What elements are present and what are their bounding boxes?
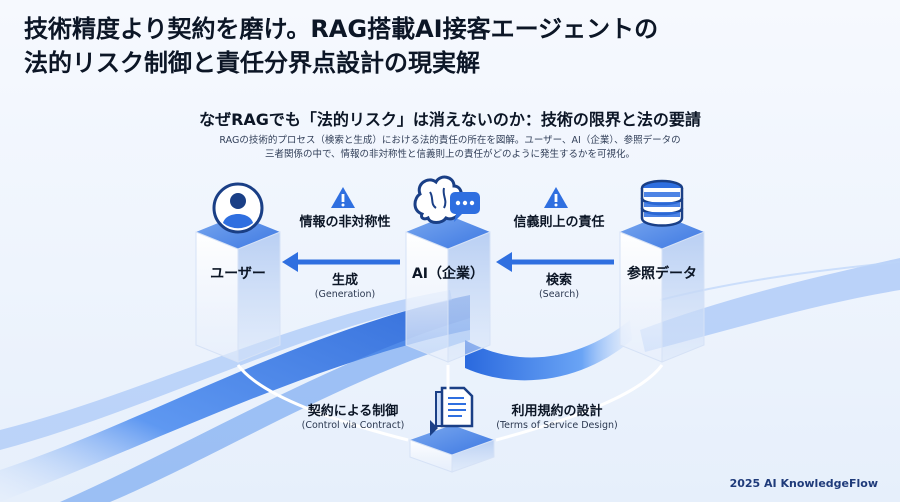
generation-sub: (Generation) <box>314 289 376 300</box>
edge-label-generation: 生成 (Generation) <box>300 273 390 301</box>
risk-label-asymmetry: 情報の非対称性 <box>299 215 391 230</box>
database-icon <box>640 179 684 227</box>
search-label: 検索 <box>545 273 572 288</box>
diagram-description: RAGの技術的プロセス（検索と生成）における法的責任の所在を図解。ユーザー、AI… <box>0 134 900 162</box>
diagram-subtitle: なぜRAGでも「法的リスク」は消えないのか：技術の限界と法の要請 <box>199 110 701 129</box>
generation-label: 生成 <box>331 273 358 288</box>
search-sub: (Search) <box>538 289 580 300</box>
node-label-ai: AI（企業） <box>411 266 485 282</box>
arrow-search <box>496 252 614 272</box>
warning-icon-good-faith <box>544 187 568 208</box>
document-icon <box>430 386 474 436</box>
tos-design-sub: (Terms of Service Design) <box>496 420 618 431</box>
pillar-data <box>619 215 705 363</box>
node-label-user: ユーザー <box>210 266 266 282</box>
edge-label-tos-design: 利用規約の設計 (Terms of Service Design) <box>482 404 632 432</box>
description-line-2: 三者関係の中で、情報の非対称性と信義則上の責任がどのように発生するかを可視化。 <box>264 149 636 160</box>
page-title: 技術精度より契約を磨け。RAG搭載AI接客エージェントの 法的リスク制御と責任分… <box>24 12 884 80</box>
warning-icon-asymmetry <box>331 187 355 208</box>
data-stream-decoration <box>0 258 900 502</box>
contract-connectors <box>236 364 664 442</box>
user-avatar-icon <box>212 182 264 234</box>
node-label-data: 参照データ <box>627 266 697 282</box>
pillar-ai <box>405 215 491 363</box>
brain-chat-icon <box>413 175 480 224</box>
contract-control-label: 契約による制御 <box>307 404 399 419</box>
arrow-generation <box>282 252 400 272</box>
edge-label-search: 検索 (Search) <box>514 273 604 301</box>
description-line-1: RAGの技術的プロセス（検索と生成）における法的責任の所在を図解。ユーザー、AI… <box>219 135 681 146</box>
risk-label-good-faith: 信義則上の責任 <box>513 215 605 230</box>
pillar-contract <box>409 425 495 473</box>
tos-design-label: 利用規約の設計 <box>511 404 603 419</box>
pillar-user <box>195 215 281 363</box>
title-line-2: 法的リスク制御と責任分界点設計の現実解 <box>24 49 480 77</box>
footer-brand: 2025 AI KnowledgeFlow <box>729 477 878 490</box>
edge-label-contract-control: 契約による制御 (Control via Contract) <box>288 404 418 432</box>
title-line-1: 技術精度より契約を磨け。RAG搭載AI接客エージェントの <box>24 15 659 43</box>
contract-control-sub: (Control via Contract) <box>301 420 405 431</box>
